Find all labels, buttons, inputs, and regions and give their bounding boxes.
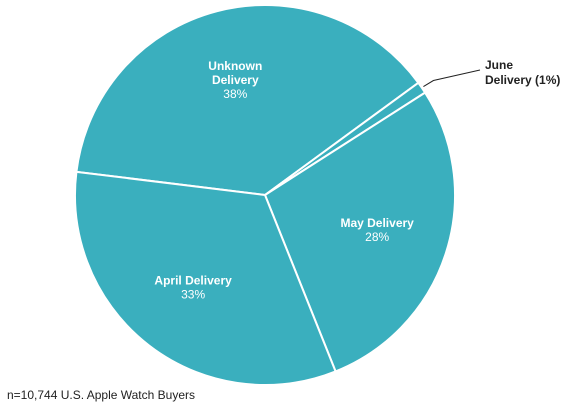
slice-label-unknown-delivery: Unknown [208, 59, 262, 73]
slice-label-unknown-delivery: Delivery [212, 73, 259, 87]
callout-leader-june-delivery [423, 69, 481, 87]
callout-label-june-delivery: June [485, 58, 513, 72]
callout-label-june-delivery: Delivery (1%) [485, 73, 560, 87]
slice-label-april-delivery: April Delivery [154, 273, 232, 287]
slice-label-may-delivery: May Delivery [340, 216, 414, 230]
sample-size-footnote: n=10,744 U.S. Apple Watch Buyers [7, 388, 195, 402]
slice-value-may-delivery: 28% [365, 230, 389, 244]
pie-slice-april-delivery [74, 170, 337, 386]
slice-value-april-delivery: 33% [181, 287, 205, 301]
slice-value-unknown-delivery: 38% [223, 87, 247, 101]
pie-slice-may-delivery [264, 91, 456, 373]
pie-slice-unknown-delivery [75, 4, 420, 196]
